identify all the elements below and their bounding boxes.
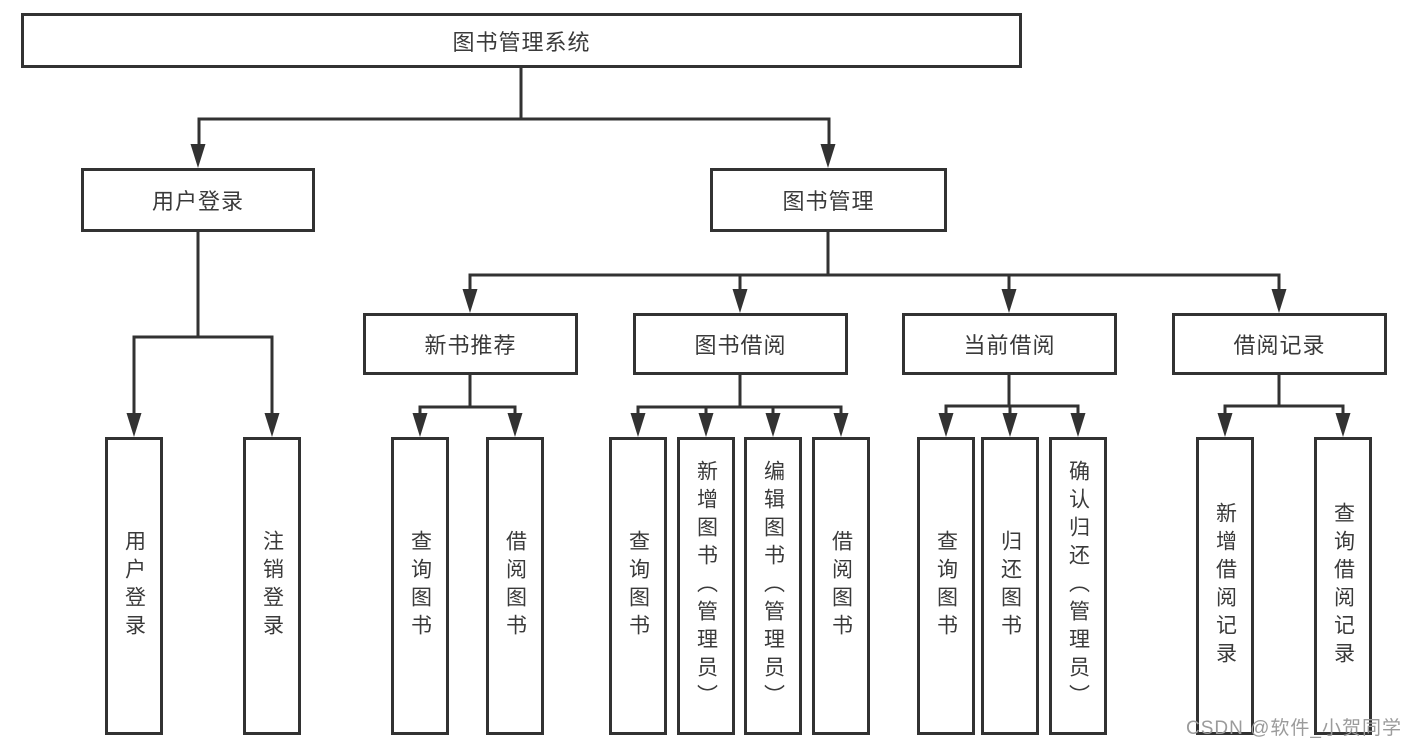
node-new-book-recommend-label: 新书推荐 [424,333,517,358]
arrow-down-icon [732,289,748,313]
arrow-down-icon [820,144,836,168]
leaf-logout: 注销登录 [243,437,301,735]
node-book-borrow: 图书借阅 [633,313,848,375]
leaf-label: 查询图书 [408,530,432,642]
node-new-book-recommend: 新书推荐 [363,313,578,375]
leaf-query-books-recommend: 查询图书 [391,437,449,735]
leaf-add-books-admin: 新增图书（管理员） [677,437,735,735]
leaf-label: 新增图书（管理员） [694,460,718,712]
node-root: 图书管理系统 [21,13,1022,68]
arrow-down-icon [1335,413,1351,437]
arrow-down-icon [190,144,206,168]
connector-borrowrecord-bus [1223,404,1345,415]
leaf-confirm-return-admin: 确认归还（管理员） [1049,437,1107,735]
node-borrow-record-label: 借阅记录 [1233,333,1326,358]
node-book-management-label: 图书管理 [782,189,875,214]
leaf-return-books: 归还图书 [981,437,1039,735]
connector-userlogin-bus [132,335,274,415]
arrow-down-icon [264,413,280,437]
leaf-borrow-books: 借阅图书 [812,437,870,735]
node-book-management: 图书管理 [710,168,947,232]
leaf-label: 查询图书 [626,530,650,642]
leaf-label: 借阅图书 [503,530,527,642]
connector-currentborrow-bus [944,404,1080,415]
arrow-down-icon [1001,289,1017,313]
leaf-edit-books-admin: 编辑图书（管理员） [744,437,802,735]
connector-newbook-bus [418,405,517,415]
node-current-borrow: 当前借阅 [902,313,1117,375]
arrow-down-icon [507,413,523,437]
arrow-down-icon [765,413,781,437]
arrow-down-icon [126,413,142,437]
node-root-label: 图书管理系统 [452,29,591,55]
leaf-label: 用户登录 [122,530,146,642]
csdn-watermark: CSDN @软件_小贺同学 [1186,718,1402,739]
leaf-label: 归还图书 [998,530,1022,642]
leaf-add-borrow-record: 新增借阅记录 [1196,437,1254,735]
leaf-label: 借阅图书 [829,530,853,642]
arrow-down-icon [412,413,428,437]
arrow-down-icon [630,413,646,437]
arrow-down-icon [1002,413,1018,437]
arrow-down-icon [1217,413,1233,437]
node-borrow-record: 借阅记录 [1172,313,1387,375]
leaf-label: 查询图书 [934,530,958,642]
connector-bookborrow-bus [636,405,843,415]
arrow-down-icon [1271,289,1287,313]
leaf-user-login: 用户登录 [105,437,163,735]
leaf-label: 新增借阅记录 [1213,502,1237,670]
leaf-label: 编辑图书（管理员） [761,460,785,712]
arrow-down-icon [833,413,849,437]
leaf-label: 注销登录 [260,530,284,642]
node-current-borrow-label: 当前借阅 [963,333,1056,358]
node-book-borrow-label: 图书借阅 [694,333,787,358]
arrow-down-icon [698,413,714,437]
leaf-query-borrow-record: 查询借阅记录 [1314,437,1372,735]
leaf-query-books-borrow: 查询图书 [609,437,667,735]
node-user-login-label: 用户登录 [151,189,244,214]
arrowheads [126,144,1351,437]
leaf-borrow-books-recommend: 借阅图书 [486,437,544,735]
arrow-down-icon [938,413,954,437]
connector-level3-bus [468,273,1281,292]
arrow-down-icon [462,289,478,313]
leaf-query-books-current: 查询图书 [917,437,975,735]
node-user-login: 用户登录 [81,168,315,232]
leaf-label: 确认归还（管理员） [1066,460,1090,712]
connector-level2-bus [197,117,831,146]
arrow-down-icon [1070,413,1086,437]
leaf-label: 查询借阅记录 [1331,502,1355,670]
